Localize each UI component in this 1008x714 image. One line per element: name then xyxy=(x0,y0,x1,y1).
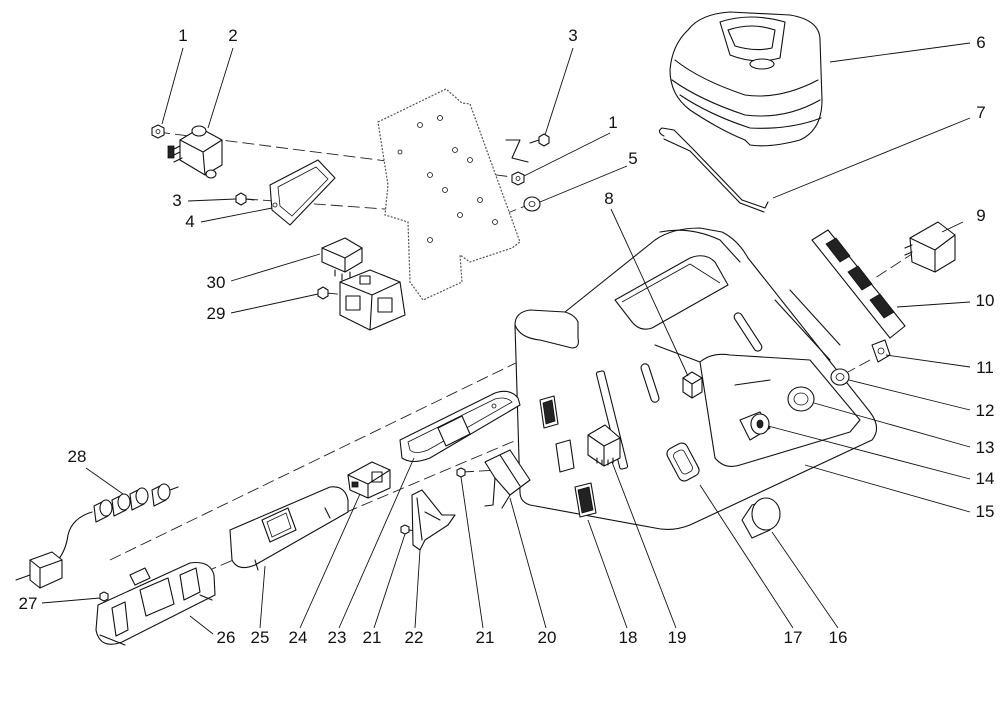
bracket-20 xyxy=(484,449,531,509)
cover-panel-25 xyxy=(229,486,349,571)
callout-12: 12 xyxy=(976,401,995,420)
knob-8 xyxy=(682,371,703,399)
callout-3-top: 3 xyxy=(568,26,577,45)
callout-30: 30 xyxy=(207,273,226,292)
knob-16 xyxy=(741,497,781,539)
callout-labels: 1 2 3 6 1 7 5 3 4 8 9 30 29 10 11 12 13 … xyxy=(19,26,995,647)
label-strip-10 xyxy=(811,229,906,339)
callout-1-right: 1 xyxy=(608,113,617,132)
wire-harness xyxy=(15,483,179,589)
callout-3-left: 3 xyxy=(172,191,181,210)
relay-module xyxy=(167,125,223,179)
washer-5 xyxy=(523,196,541,212)
callout-8: 8 xyxy=(604,189,613,208)
screw-3-top xyxy=(529,133,550,147)
callout-18: 18 xyxy=(619,628,638,647)
washer-12 xyxy=(830,368,850,386)
callout-17: 17 xyxy=(784,628,803,647)
switch-block-9 xyxy=(904,221,956,273)
trim-plate-23 xyxy=(399,390,521,463)
callout-14: 14 xyxy=(976,469,995,488)
key-switch xyxy=(739,411,771,441)
bracket-22 xyxy=(411,489,456,551)
label-pads-18 xyxy=(539,395,597,518)
callout-21-left: 21 xyxy=(363,628,382,647)
nut-13 xyxy=(787,386,815,412)
callout-4: 4 xyxy=(185,212,194,231)
callout-19: 19 xyxy=(668,628,687,647)
callout-20: 20 xyxy=(538,628,557,647)
callout-2: 2 xyxy=(228,26,237,45)
callout-23: 23 xyxy=(328,628,347,647)
nut-1-right xyxy=(511,171,525,186)
callout-29: 29 xyxy=(207,304,226,323)
screw-3-left xyxy=(235,192,255,206)
screw-29 xyxy=(317,286,329,300)
indicator-17 xyxy=(666,442,700,482)
callout-7: 7 xyxy=(976,103,985,122)
leader-lines xyxy=(41,42,971,635)
callout-10: 10 xyxy=(976,291,995,310)
callout-15: 15 xyxy=(976,502,995,521)
mini-relay xyxy=(321,237,363,281)
callout-22: 22 xyxy=(405,628,424,647)
callout-16: 16 xyxy=(829,628,848,647)
callout-28: 28 xyxy=(68,447,87,466)
mounting-bracket-plate xyxy=(377,88,529,301)
grommet-11 xyxy=(871,339,891,363)
callout-11: 11 xyxy=(976,358,994,377)
switch-panel-26 xyxy=(95,561,216,646)
control-rod xyxy=(658,127,769,213)
callout-24: 24 xyxy=(289,628,308,647)
cover-plate xyxy=(269,159,336,226)
callout-27: 27 xyxy=(19,594,38,613)
callout-26: 26 xyxy=(217,628,236,647)
callout-25: 25 xyxy=(251,628,270,647)
callout-6: 6 xyxy=(976,33,985,52)
rocker-switch-19 xyxy=(587,424,621,467)
nut-1-left xyxy=(151,124,165,139)
callout-9: 9 xyxy=(976,206,985,225)
callout-1-top: 1 xyxy=(178,26,187,45)
callout-21-mid: 21 xyxy=(476,628,495,647)
rubber-boot xyxy=(669,11,823,147)
screw-21-mid xyxy=(456,467,466,478)
relay-base-block xyxy=(339,269,406,331)
switch-24 xyxy=(347,461,391,499)
callout-13: 13 xyxy=(976,438,995,457)
screw-27 xyxy=(99,591,109,602)
callout-5: 5 xyxy=(628,149,637,168)
